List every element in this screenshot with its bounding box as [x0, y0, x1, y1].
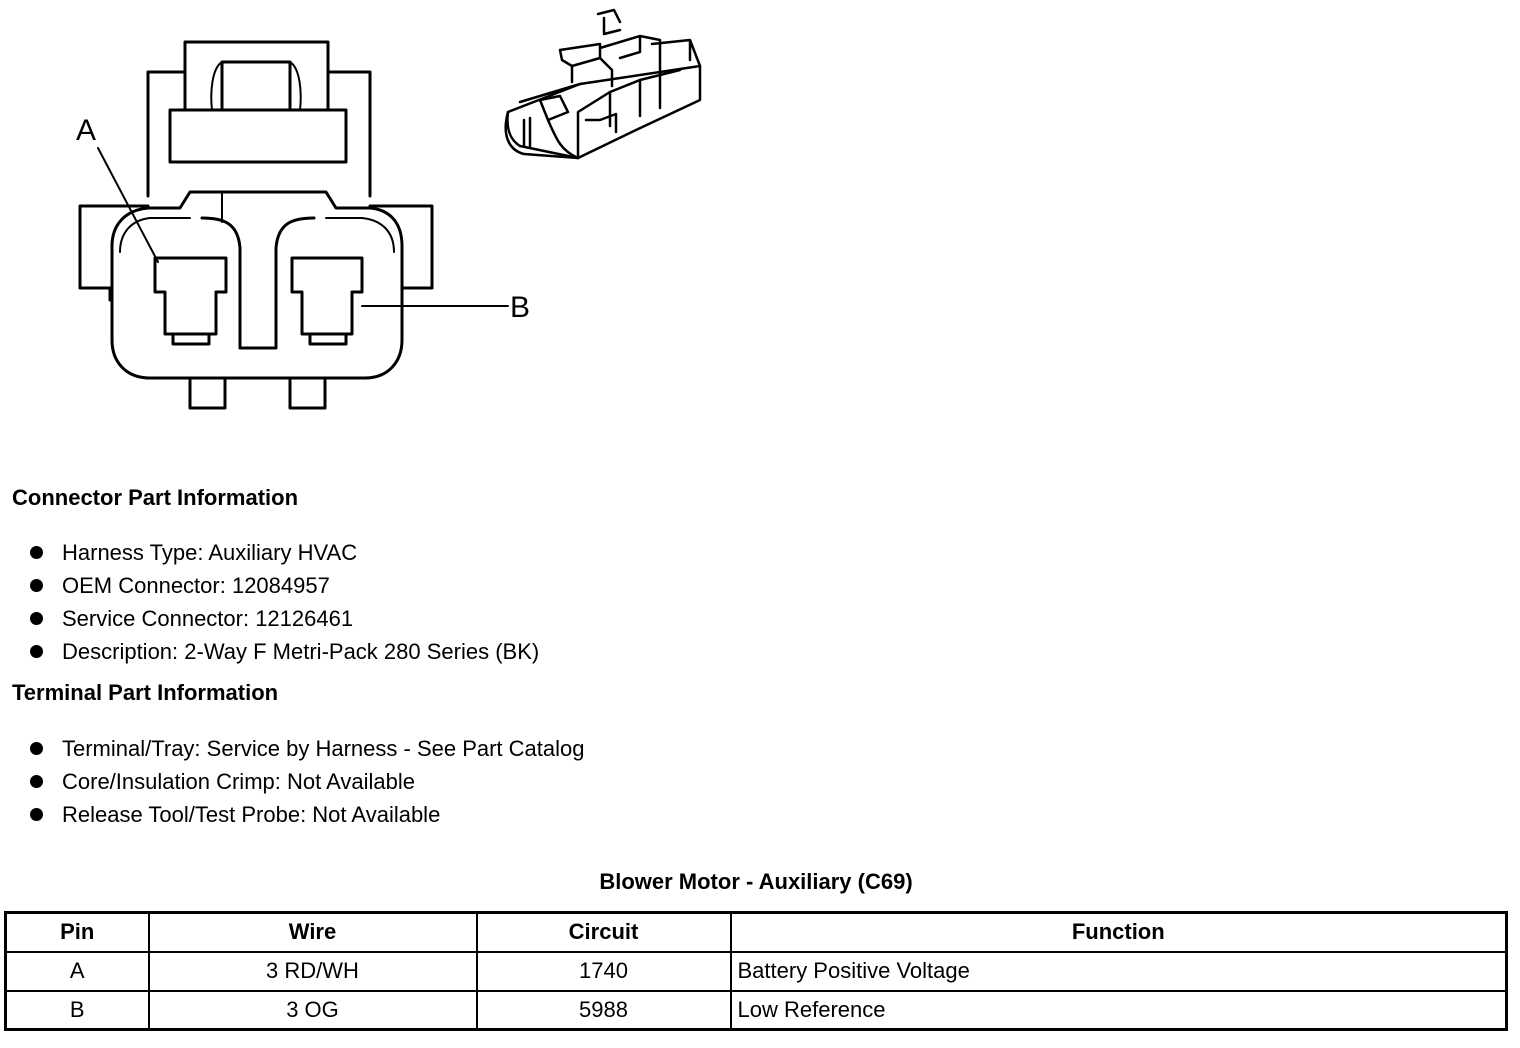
column-header-circuit: Circuit	[475, 911, 732, 953]
bullet-icon	[30, 742, 43, 755]
terminal-info-item: Terminal/Tray: Service by Harness - See …	[62, 736, 585, 761]
connector-info-item: OEM Connector: 12084957	[62, 573, 330, 598]
pin-cell: B	[4, 989, 150, 1031]
bullet-icon	[30, 612, 43, 625]
connector-info-list: Harness Type: Auxiliary HVAC OEM Connect…	[28, 536, 539, 668]
pin-a-leader-line	[97, 147, 159, 263]
wire-cell: 3 RD/WH	[147, 950, 478, 992]
connector-diagram: A B	[76, 8, 702, 410]
list-item: Service Connector: 12126461	[28, 602, 539, 635]
bullet-icon	[30, 775, 43, 788]
wire-cell: 3 OG	[147, 989, 478, 1031]
connector-info-heading: Connector Part Information	[12, 485, 299, 510]
connector-isometric-view	[504, 8, 702, 160]
pinout-table: Pin Wire Circuit Function A 3 RD/WH 1740…	[4, 911, 1508, 1031]
terminal-info-heading: Terminal Part Information	[12, 680, 279, 705]
function-cell: Low Reference	[729, 989, 1508, 1031]
pin-cell: A	[4, 950, 150, 992]
connector-info-item: Service Connector: 12126461	[62, 606, 354, 631]
terminal-info-item: Release Tool/Test Probe: Not Available	[62, 802, 441, 827]
cavity-a	[153, 256, 228, 346]
bullet-icon	[30, 579, 43, 592]
bullet-icon	[30, 808, 43, 821]
table-row: A 3 RD/WH 1740 Battery Positive Voltage	[4, 950, 1508, 992]
connector-info-item: Description: 2-Way F Metri-Pack 280 Seri…	[62, 639, 540, 664]
list-item: OEM Connector: 12084957	[28, 569, 539, 602]
list-item: Harness Type: Auxiliary HVAC	[28, 536, 539, 569]
column-header-pin: Pin	[4, 911, 150, 953]
function-cell: Battery Positive Voltage	[729, 950, 1508, 992]
column-header-wire: Wire	[147, 911, 478, 953]
list-item: Core/Insulation Crimp: Not Available	[28, 765, 585, 798]
table-row: B 3 OG 5988 Low Reference	[4, 989, 1508, 1031]
bullet-icon	[30, 645, 43, 658]
list-item: Release Tool/Test Probe: Not Available	[28, 798, 585, 831]
pin-a-label: A	[76, 114, 96, 147]
column-header-function: Function	[729, 911, 1508, 953]
pinout-table-caption: Blower Motor - Auxiliary (C69)	[599, 869, 913, 894]
circuit-cell: 1740	[475, 950, 732, 992]
list-item: Description: 2-Way F Metri-Pack 280 Seri…	[28, 635, 539, 668]
pin-b-label: B	[510, 291, 530, 324]
table-header-row: Pin Wire Circuit Function	[4, 911, 1508, 953]
connector-info-item: Harness Type: Auxiliary HVAC	[62, 540, 358, 565]
terminal-info-list: Terminal/Tray: Service by Harness - See …	[28, 732, 585, 831]
connector-face-view	[78, 40, 509, 410]
list-item: Terminal/Tray: Service by Harness - See …	[28, 732, 585, 765]
bullet-icon	[30, 546, 43, 559]
terminal-info-item: Core/Insulation Crimp: Not Available	[62, 769, 415, 794]
circuit-cell: 5988	[475, 989, 732, 1031]
cavity-b	[290, 256, 364, 346]
